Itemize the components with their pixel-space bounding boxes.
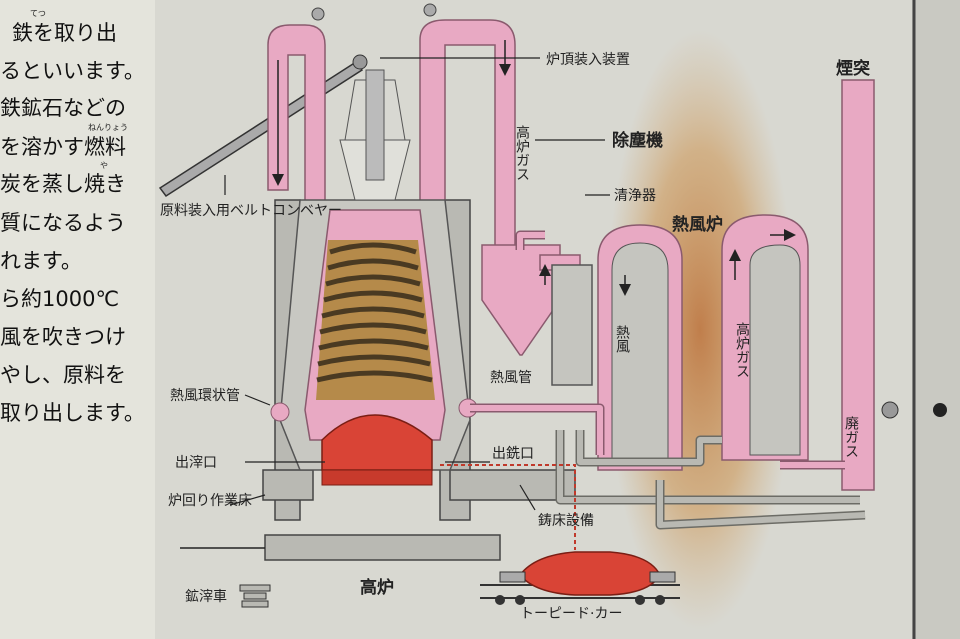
label-hot-air: 熱風 — [614, 325, 630, 354]
label-work-floor: 炉回り作業床 — [168, 493, 252, 509]
label-hot-blast-pipe: 熱風管 — [490, 370, 532, 386]
panel-screw — [881, 401, 899, 419]
chimney — [841, 79, 875, 491]
iron-flow-line — [440, 464, 576, 550]
hearth — [321, 469, 433, 486]
label-stove-gas: 高炉ガス — [734, 321, 750, 378]
label-top-charger: 炉頂装入装置 — [546, 52, 630, 68]
label-stove: 熱風炉 — [672, 214, 723, 235]
side-line: やし、原料を — [0, 363, 126, 387]
side-line: れます。 — [0, 249, 82, 273]
side-panel — [0, 0, 155, 639]
ruby-text: や — [100, 161, 108, 170]
label-dust-catcher: 除塵機 — [612, 130, 663, 151]
label-slag-notch: 出滓口 — [175, 454, 217, 471]
rust-stain — [605, 30, 795, 630]
hot-stove-1 — [597, 224, 683, 471]
side-line: 炭を蒸し焼き — [0, 172, 126, 196]
label-conveyor: 原料装入用ベルトコンベヤー — [160, 203, 342, 219]
label-taphole: 出銑口 — [492, 445, 534, 462]
side-line: 質になるよう — [0, 211, 126, 235]
burden-layers — [316, 240, 435, 400]
panel-hole — [933, 403, 947, 417]
side-line: 鉄鉱石などの — [0, 96, 126, 120]
flow-arrows — [272, 40, 796, 296]
label-chimney: 煙突 — [836, 58, 870, 79]
label-cast-house: 鋳床設備 — [538, 512, 594, 529]
slag-car-icon — [239, 584, 271, 608]
label-cleaner: 清浄器 — [614, 188, 656, 204]
label-bustle-pipe: 熱風環状管 — [170, 388, 240, 404]
torpedo-car — [480, 551, 680, 605]
side-line: 風を吹きつけ — [0, 325, 126, 349]
label-waste-gas: 廃ガス — [843, 415, 859, 458]
side-line: るといいます。 — [0, 59, 145, 83]
leader-lines — [224, 57, 610, 511]
piping-network — [470, 230, 866, 530]
side-line: を溶かす燃料 — [0, 135, 126, 159]
furnace-shell — [270, 3, 478, 486]
side-text-block: 鉄を取り出 るといいます。 鉄鉱石などの を溶かす燃料 炭を蒸し焼き 質になるよ… — [0, 9, 145, 425]
hot-stove-2 — [721, 214, 809, 461]
side-line: 取り出します。 — [0, 401, 145, 425]
molten-pool — [321, 414, 433, 471]
ruby-text: ねんりょう — [88, 123, 128, 132]
label-bf-gas: 高炉ガス — [514, 124, 530, 181]
side-line: ら約1000℃ — [0, 287, 119, 311]
side-line: 鉄を取り出 — [12, 21, 117, 45]
label-slag-car: 鉱滓車 — [185, 588, 227, 605]
label-torpedo-car: トーピード·カー — [520, 606, 622, 622]
gas-cleaner — [551, 264, 593, 386]
ruby-text: てつ — [30, 9, 46, 18]
label-blast-furnace: 高炉 — [360, 577, 394, 598]
right-frame — [912, 0, 960, 639]
